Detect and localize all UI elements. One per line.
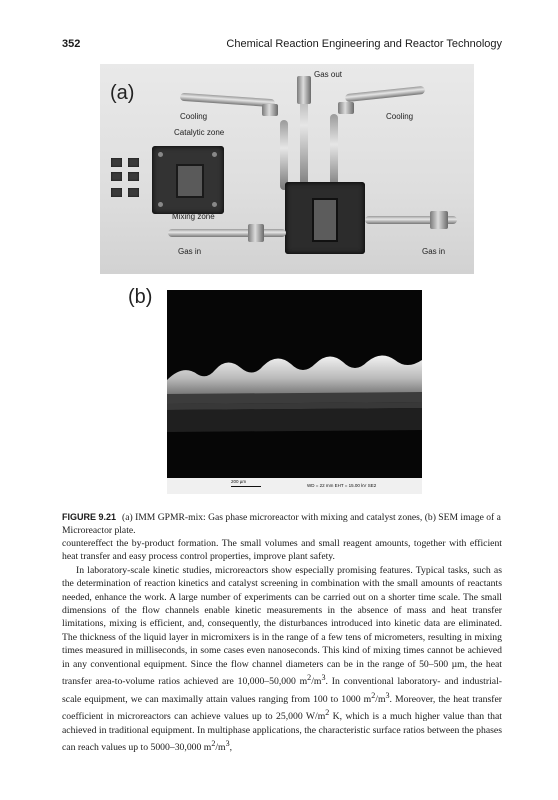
page-header: 352 Chemical Reaction Engineering and Re… [62,38,502,54]
cooling-pipe-right [344,85,426,103]
chip [111,172,122,181]
chip [111,158,122,167]
running-title: Chemical Reaction Engineering and Reacto… [226,38,502,50]
chip [111,188,122,197]
figure-b-panel-label: (b) [128,286,153,308]
chip [128,172,139,181]
label-gas-in-right: Gas in [422,247,446,256]
body-text: countereffect the by-product formation. … [62,537,502,755]
catalyst-zone-cavity [176,164,204,198]
paragraph-1: countereffect the by-product formation. … [62,538,502,563]
sem-info-bar: 200 µm WD = 22 mm EHT = 15.00 kV SE2 [167,478,422,494]
label-gas-in-left: Gas in [178,247,202,256]
sem-parameters: WD = 22 mm EHT = 15.00 kV SE2 [307,483,377,488]
label-cooling-left: Cooling [180,112,208,121]
cooling-pipe-left [179,92,276,108]
gas-out-pipe [300,82,308,190]
label-cooling-right: Cooling [386,112,414,121]
sem-channel-profile [167,355,422,432]
chip [128,158,139,167]
chip [128,188,139,197]
cooling-pipe-right-vertical [330,114,338,190]
figure-label: FIGURE 9.21 [62,512,117,522]
label-gas-out: Gas out [314,70,343,79]
label-mixing-zone: Mixing zone [172,212,215,221]
figure-b-sem-image: 200 µm WD = 22 mm EHT = 15.00 kV SE2 [167,290,422,494]
figure-a-panel-label: (a) [110,82,135,104]
figure-caption: FIGURE 9.21(a) IMM GPMR-mix: Gas phase m… [62,511,502,537]
sem-scale-label: 200 µm [231,479,247,484]
figure-a-photo: (a) Gas out Cooling Cooling Catalytic zo… [100,64,474,274]
gas-in-pipe-right [365,216,457,224]
paragraph-2: In laboratory-scale kinetic studies, mic… [62,564,502,754]
label-catalytic-zone: Catalytic zone [174,128,225,137]
caption-text: (a) IMM GPMR-mix: Gas phase microreactor… [62,512,501,536]
cooling-pipe-left-vertical [280,120,288,190]
gas-in-pipe-left [168,229,286,237]
sem-scale-bar [231,486,261,487]
page-number: 352 [62,38,81,50]
mixing-zone-cavity [312,198,338,242]
